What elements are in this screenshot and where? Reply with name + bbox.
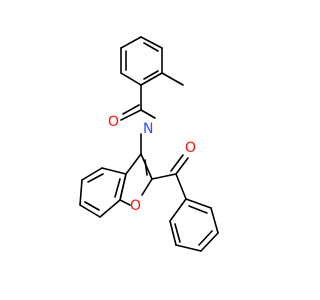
bond	[79, 179, 83, 206]
carbonyl-double-bond	[120, 109, 142, 121]
bond	[198, 230, 213, 246]
bond	[143, 42, 159, 52]
bond	[120, 36, 142, 49]
carbonyl-double-bond	[170, 154, 184, 172]
bond	[140, 36, 163, 49]
nitrogen-label: N	[143, 121, 153, 137]
bond	[99, 199, 121, 218]
bond	[87, 173, 104, 183]
bond	[120, 72, 142, 86]
bond	[200, 232, 219, 252]
bond	[144, 159, 148, 176]
bond	[114, 178, 121, 198]
carbonyl-double-bond	[122, 104, 140, 115]
benzo-ring	[79, 167, 127, 218]
bond	[119, 173, 127, 201]
bond	[140, 72, 163, 86]
bond	[174, 223, 181, 243]
bond	[169, 198, 187, 222]
bond	[151, 173, 177, 180]
bond	[140, 109, 156, 119]
bond	[169, 220, 177, 246]
molecule-structure: O N O O	[79, 36, 219, 252]
bond	[143, 70, 159, 80]
bond	[84, 201, 100, 211]
bond	[175, 173, 187, 200]
bond	[125, 153, 142, 175]
oxygen-ketone-label: O	[185, 140, 196, 156]
methyl-bond	[161, 72, 184, 86]
bond	[175, 244, 202, 252]
bond	[141, 178, 153, 196]
bond	[81, 167, 103, 181]
methylbenzene-ring	[120, 36, 163, 86]
oxygen-furan-label: O	[130, 198, 141, 214]
bond	[119, 199, 131, 206]
phenyl-ring	[169, 198, 219, 252]
bond	[185, 198, 212, 209]
oxygen-amide-label: O	[108, 114, 119, 130]
bond	[188, 205, 208, 214]
carbonyl-double-bond	[175, 157, 189, 175]
bond	[101, 167, 127, 175]
bond	[79, 204, 101, 218]
bond	[210, 207, 219, 234]
